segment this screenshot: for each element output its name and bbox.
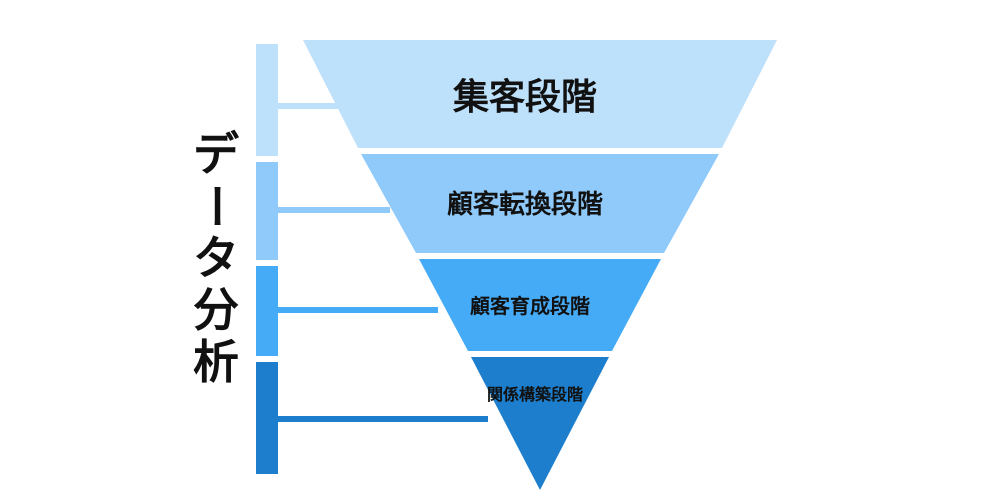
connector-3 (278, 307, 438, 313)
funnel-layer-2 (361, 154, 719, 253)
bracket-segment-4 (256, 362, 278, 474)
bracket-segment-2 (256, 162, 278, 260)
stage-label-2: 顧客転換段階 (446, 190, 603, 220)
connector-2 (278, 207, 390, 213)
stage-label-1: 集客段階 (452, 77, 597, 118)
connector-1 (278, 103, 340, 109)
funnel-layer-4 (471, 357, 609, 490)
funnel-layer-1 (303, 40, 777, 148)
bracket-segment-1 (256, 44, 278, 156)
stage-label-4: 関係構築段階 (486, 385, 583, 404)
bracket-segment-3 (256, 266, 278, 356)
connector-4 (278, 416, 488, 422)
stage-label-3: 顧客育成段階 (470, 294, 590, 318)
side-label: データ分析 (189, 127, 243, 389)
funnel-layer-3 (419, 259, 661, 351)
